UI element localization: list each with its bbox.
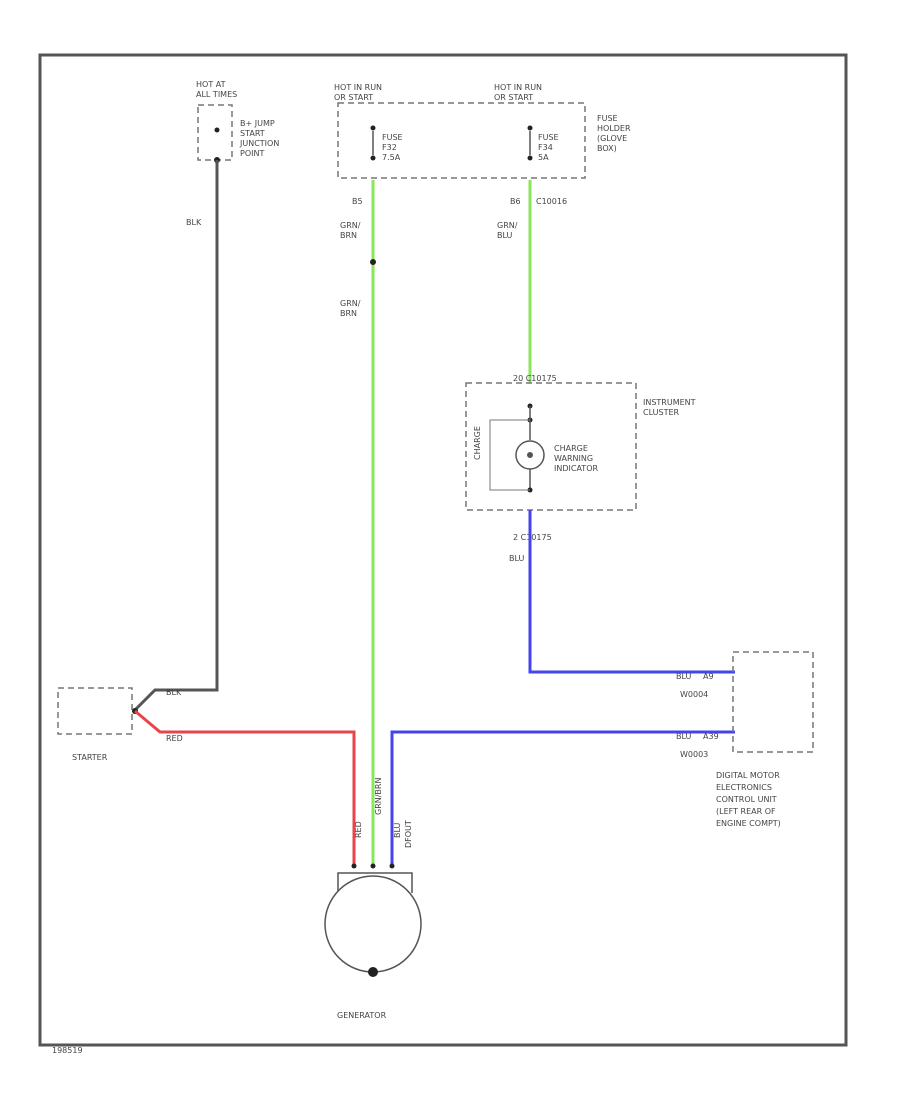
fuse-b-label-2: F34 <box>538 143 553 152</box>
generator-icon <box>324 875 422 973</box>
fuse-b-label-3: 5A <box>538 153 549 162</box>
starter-box <box>57 687 133 735</box>
hot-in-run-a-2: OR START <box>334 93 373 102</box>
red-wire <box>134 709 356 865</box>
blu-ecu-b-label: BLU <box>676 732 692 741</box>
blu-cluster-label: BLU <box>509 554 525 563</box>
connector-b-label: B6 <box>510 197 521 206</box>
gen-pin-label: DFOUT <box>404 820 413 848</box>
hot-at-label-1: HOT AT <box>196 80 226 89</box>
gen-grnbrn-label: GRN/BRN <box>374 778 383 815</box>
fuse-b-top-terminal <box>527 125 533 131</box>
fuse-holder-label-1: FUSE <box>597 114 618 123</box>
ecu-b-connector: A39 <box>703 732 719 741</box>
connector-b-id: C10016 <box>536 197 567 206</box>
generator-ground-terminal <box>368 967 378 977</box>
fuse-a-label-2: F32 <box>382 143 397 152</box>
cluster-label-1: INSTRUMENT <box>643 398 696 407</box>
blu-ecu-a-label: BLU <box>676 672 692 681</box>
grn-blu-label-2: BLU <box>497 231 513 240</box>
diagram-frame <box>38 53 848 1047</box>
grn-brn-splice <box>370 259 376 265</box>
ecu-label-1: DIGITAL MOTOR <box>716 771 780 780</box>
cluster-bypass-resistor <box>489 419 530 491</box>
starter-label: STARTER <box>72 753 108 762</box>
grn-brn-a-label-2: BRN <box>340 231 357 240</box>
fuse-b-label-1: FUSE <box>538 133 559 142</box>
diagram-id: 198519 <box>52 1046 83 1055</box>
starter-red-label: RED <box>166 734 183 743</box>
fuse-holder-label-2: HOLDER <box>597 124 631 133</box>
fuse-holder-label-4: BOX) <box>597 144 617 153</box>
fuse-a-bottom-terminal <box>370 155 376 161</box>
hot-at-label-2: ALL TIMES <box>196 90 237 99</box>
starter-blk-label: BLK <box>166 688 182 697</box>
fuse-a-label-3: 7.5A <box>382 153 401 162</box>
fuse-holder-label-3: (GLOVE <box>597 134 627 143</box>
gen-blu-terminal <box>389 863 395 869</box>
cluster-connector-bottom: 2 C10175 <box>513 533 552 542</box>
ecu-label-3: CONTROL UNIT <box>716 795 777 804</box>
ecu-a-connector: A9 <box>703 672 714 681</box>
cluster-label-2: CLUSTER <box>643 408 680 417</box>
generator-label: GENERATOR <box>337 1011 387 1020</box>
jump-start-label-3: JUNCTION <box>239 139 279 148</box>
gen-red-terminal <box>351 863 357 869</box>
hot-in-run-a-1: HOT IN RUN <box>334 83 382 92</box>
gen-blu-label: BLU <box>393 822 402 838</box>
ecu-box <box>732 651 814 753</box>
ecu-label-5: ENGINE COMPT) <box>716 819 781 828</box>
jump-start-label-4: POINT <box>240 149 264 158</box>
blk-wire <box>133 160 219 712</box>
gen-red-label: RED <box>354 821 363 838</box>
ecu-label-2: ELECTRONICS <box>716 783 772 792</box>
jump-start-terminal <box>214 127 220 133</box>
jump-start-label-2: START <box>240 129 265 138</box>
cluster-side-label: CHARGE <box>473 426 482 460</box>
indicator-label-1: CHARGE <box>554 444 588 453</box>
wire-label-blk: BLK <box>186 218 202 227</box>
blu-wire-cluster-ecu <box>528 510 735 674</box>
indicator-label-2: WARNING <box>554 454 593 463</box>
instrument-cluster-box <box>465 382 637 511</box>
jump-start-label-1: B+ JUMP <box>240 119 275 128</box>
charge-lamp-center <box>527 452 533 458</box>
grn-brn-b-label-2: BRN <box>340 309 357 318</box>
connector-a-label: B5 <box>352 197 363 206</box>
fuse-a-label-1: FUSE <box>382 133 403 142</box>
grn-blu-label-1: GRN/ <box>497 221 518 230</box>
gen-grn-terminal <box>370 863 376 869</box>
hot-in-run-b-1: HOT IN RUN <box>494 83 542 92</box>
ecu-a-connector-id: W0004 <box>680 690 708 699</box>
jump-start-junction-box <box>197 104 233 161</box>
blu-wire-generator-ecu <box>390 730 735 865</box>
ecu-label-4: (LEFT REAR OF <box>716 807 776 816</box>
grn-brn-b-label-1: GRN/ <box>340 299 361 308</box>
fuse-b-bottom-terminal <box>527 155 533 161</box>
indicator-label-3: INDICATOR <box>554 464 598 473</box>
fuse-a-top-terminal <box>370 125 376 131</box>
grn-brn-a-label-1: GRN/ <box>340 221 361 230</box>
cluster-connector-top: 20 C10175 <box>513 374 557 383</box>
fuse-holder-box <box>337 102 586 179</box>
hot-in-run-b-2: OR START <box>494 93 533 102</box>
ecu-b-connector-id: W0003 <box>680 750 708 759</box>
